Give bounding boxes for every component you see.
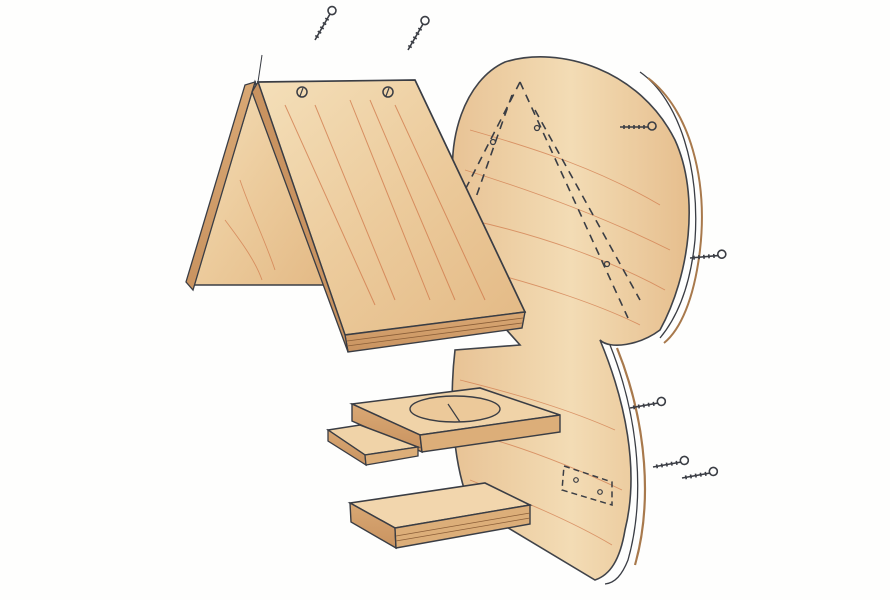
- seed-tray-shelf: [349, 387, 561, 454]
- screw-icon: [407, 15, 430, 51]
- screw-icon: [314, 5, 337, 41]
- back-board-shape: [451, 56, 690, 581]
- bowl-cutout: [409, 395, 501, 423]
- screw-icon: [629, 396, 667, 410]
- dowel-mark: [533, 124, 541, 132]
- roof-left-panel: [185, 79, 332, 292]
- screw-hole: [382, 86, 394, 98]
- dowel-mark: [573, 477, 579, 483]
- perch-small: [325, 424, 421, 467]
- screw-icon: [620, 121, 657, 131]
- screw-icon: [681, 466, 719, 480]
- screws: [314, 5, 727, 480]
- screw-icon: [689, 249, 727, 260]
- roof-right-panel: [251, 54, 527, 353]
- dowel-mark: [597, 489, 603, 495]
- hidden-bracket-outline: [561, 464, 613, 507]
- wood-grain: [284, 99, 486, 306]
- perch-lower: [347, 482, 533, 550]
- dowel-mark: [489, 138, 497, 146]
- screw-icon: [652, 455, 690, 469]
- screw-hole: [296, 86, 308, 98]
- hidden-roof-outline: [464, 81, 641, 319]
- dowel-mark: [603, 260, 611, 268]
